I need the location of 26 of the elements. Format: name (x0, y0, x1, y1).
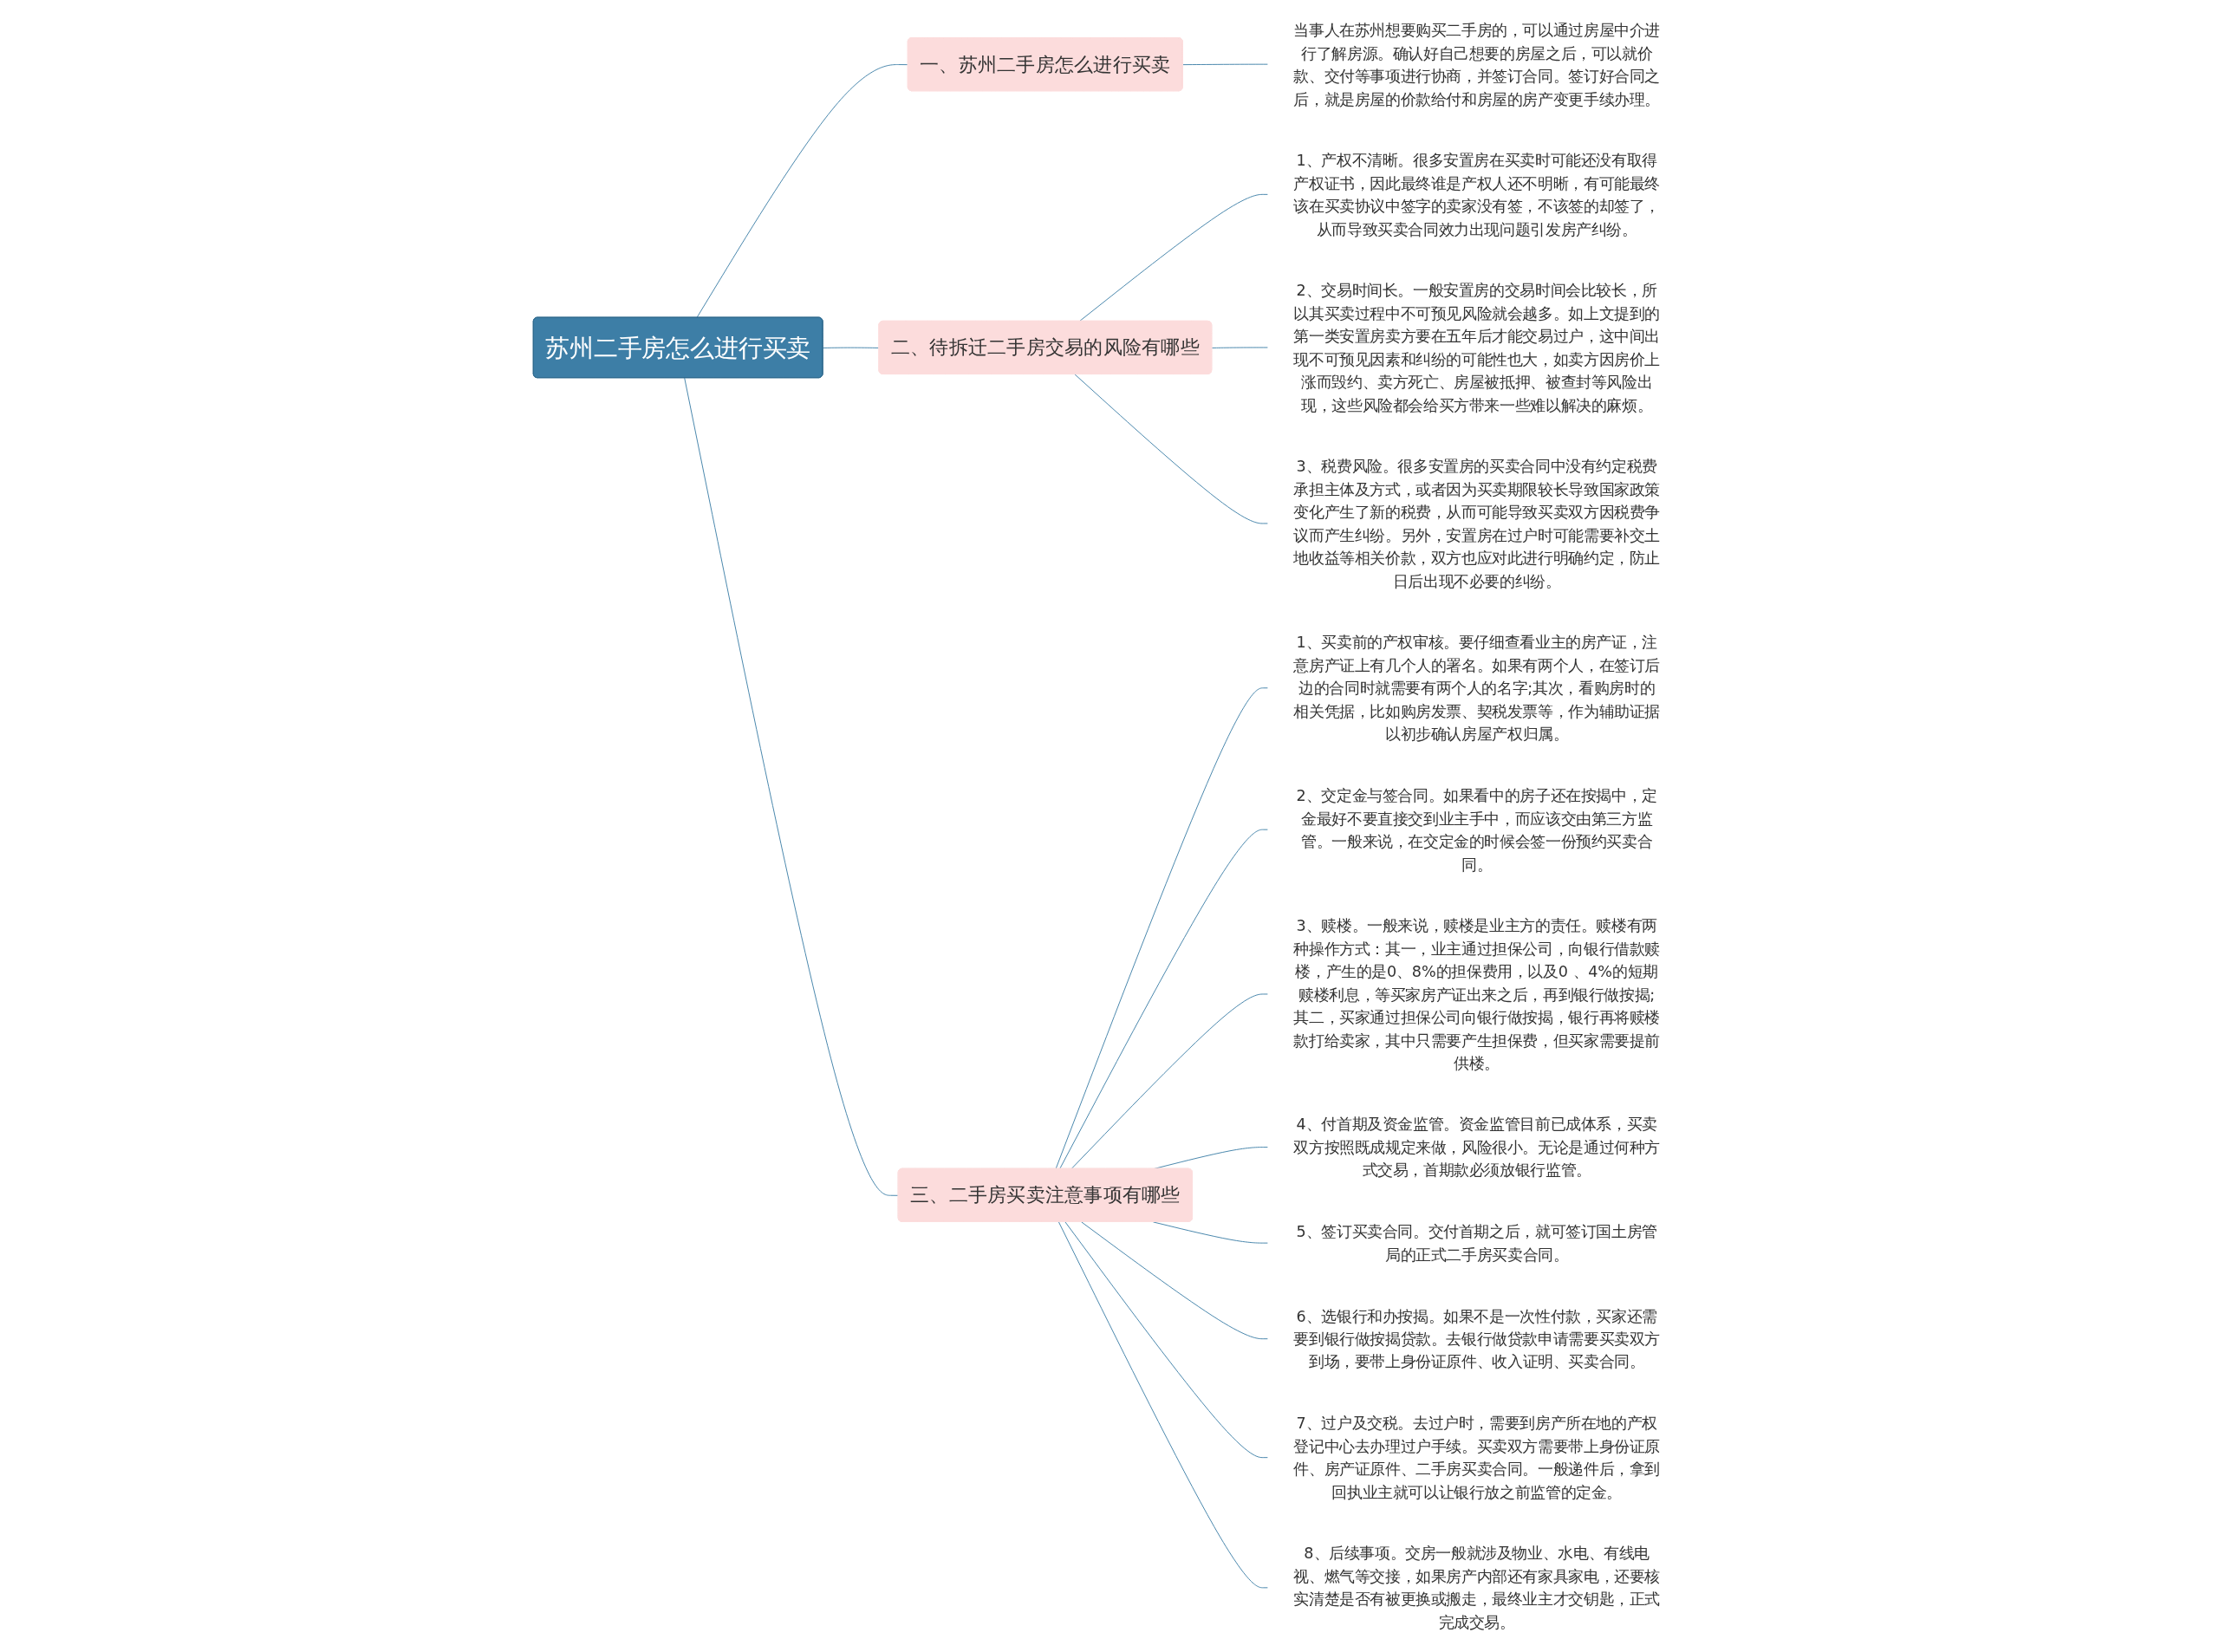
connector (1153, 1221, 1269, 1244)
node-text: 4、付首期及资金监管。资金监管目前已成体系，买卖双方按照既成规定来做，风险很小。无论是通过何种方式交易，首期款必须放银行监管。 (1293, 1115, 1661, 1179)
connector (1055, 687, 1269, 1170)
node-text: 3、赎楼。一般来说，赎楼是业主方的责任。赎楼有两种操作方式：其一，业主通过担保公司，向银行借款赎楼，产生的是0、8%的担保费用，以及0 、4%的短期赎楼利息，等买家房产证出来之后，再到银行做按揭;其二，买家通过担保公司向银行做按揭，银行再将赎楼款打给卖家，其中只需要产生担保费，但买家需要提前供楼。 (1293, 916, 1661, 1072)
connector (1058, 1221, 1269, 1589)
connector (1059, 829, 1269, 1170)
connector (696, 64, 909, 319)
connector (684, 377, 900, 1196)
connector (1070, 993, 1269, 1170)
connector (1078, 193, 1269, 322)
node-text: 7、过户及交税。去过户时，需要到房产所在地的产权登记中心去办理过户手续。买卖双方需要带上身份证原件、房产证原件、二手房买卖合同。一般递件后，拿到回执业主就可以让银行放之前监管的定金。 (1293, 1414, 1661, 1501)
node-text: 2、交易时间长。一般安置房的交易时间会比较长，所以其买卖过程中不可预见风险就会越多。如上文提到的第一类安置房卖方要在五年后才能交易过户，这中间出现不可预见因素和纠纷的可能性也大，如卖方因房价上涨而毁约、卖方死亡、房屋被抵押、被查封等风险出现，这些风险都会给买方带来一些难以解决的麻烦。 (1293, 281, 1661, 413)
node-text: 6、选银行和办按揭。如果不是一次性付款，买家还需要到银行做按揭贷款。去银行做贷款申请需要买卖双方到场，要带上身份证原件、收入证明、买卖合同。 (1293, 1306, 1661, 1371)
connector (1081, 1221, 1269, 1340)
node-text: 3、税费风险。很多安置房的买卖合同中没有约定税费承担主体及方式，或者因为买卖期限较长导致国家政策变化产生了新的税费，从而可能导致买卖双方因税费争议而产生纠纷。另外，安置房在过户时可能需要补交土地收益等相关价款，双方也应对此进行明确约定，防止日后出现不必要的纠纷。 (1293, 457, 1661, 589)
node-text: 当事人在苏州想要购买二手房的，可以通过房屋中介进行了解房源。确认好自己想要的房屋之后，可以就价款、交付等事项进行协商，并签订合同。签订好合同之后，就是房屋的价款给付和房屋的房产变更手续办理。 (1293, 21, 1661, 107)
connector (1064, 1221, 1269, 1459)
node-text: 5、签订买卖合同。交付首期之后，就可签订国土房管局的正式二手房买卖合同。 (1296, 1222, 1657, 1264)
connector (1074, 374, 1269, 524)
connector (823, 347, 880, 348)
connector (1182, 63, 1269, 66)
node-text: 1、产权不清晰。很多安置房在买卖时可能还没有取得产权证书，因此最终谁是产权人还不明晰，有可能最终该在买卖协议中签字的卖家没有签，不该签的却签了，从而导致买卖合同效力出现问题引发房产纠纷。 (1293, 151, 1661, 237)
node-text: 8、后续事项。交房一般就涉及物业、水电、有线电视、燃气等交接，如果房产内部还有家具家电，还要核实清楚是否有被更换或搬走，最终业主才交钥匙，正式完成交易。 (1293, 1544, 1661, 1631)
connector (1211, 347, 1269, 348)
node-text: 1、买卖前的产权审核。要仔细查看业主的房产证，注意房产证上有几个人的署名。如果有两个人，在签订后边的合同时就需要有两个人的名字;其次，看购房时的相关凭据，比如购房发票、契税发票等，作为辅助证据以初步确认房屋产权归属。 (1293, 633, 1661, 743)
node-text: 2、交定金与签合同。如果看中的房子还在按揭中，定金最好不要直接交到业主手中，而应该交由第三方监管。一般来说，在交定金的时候会签一份预约买卖合同。 (1296, 786, 1657, 873)
